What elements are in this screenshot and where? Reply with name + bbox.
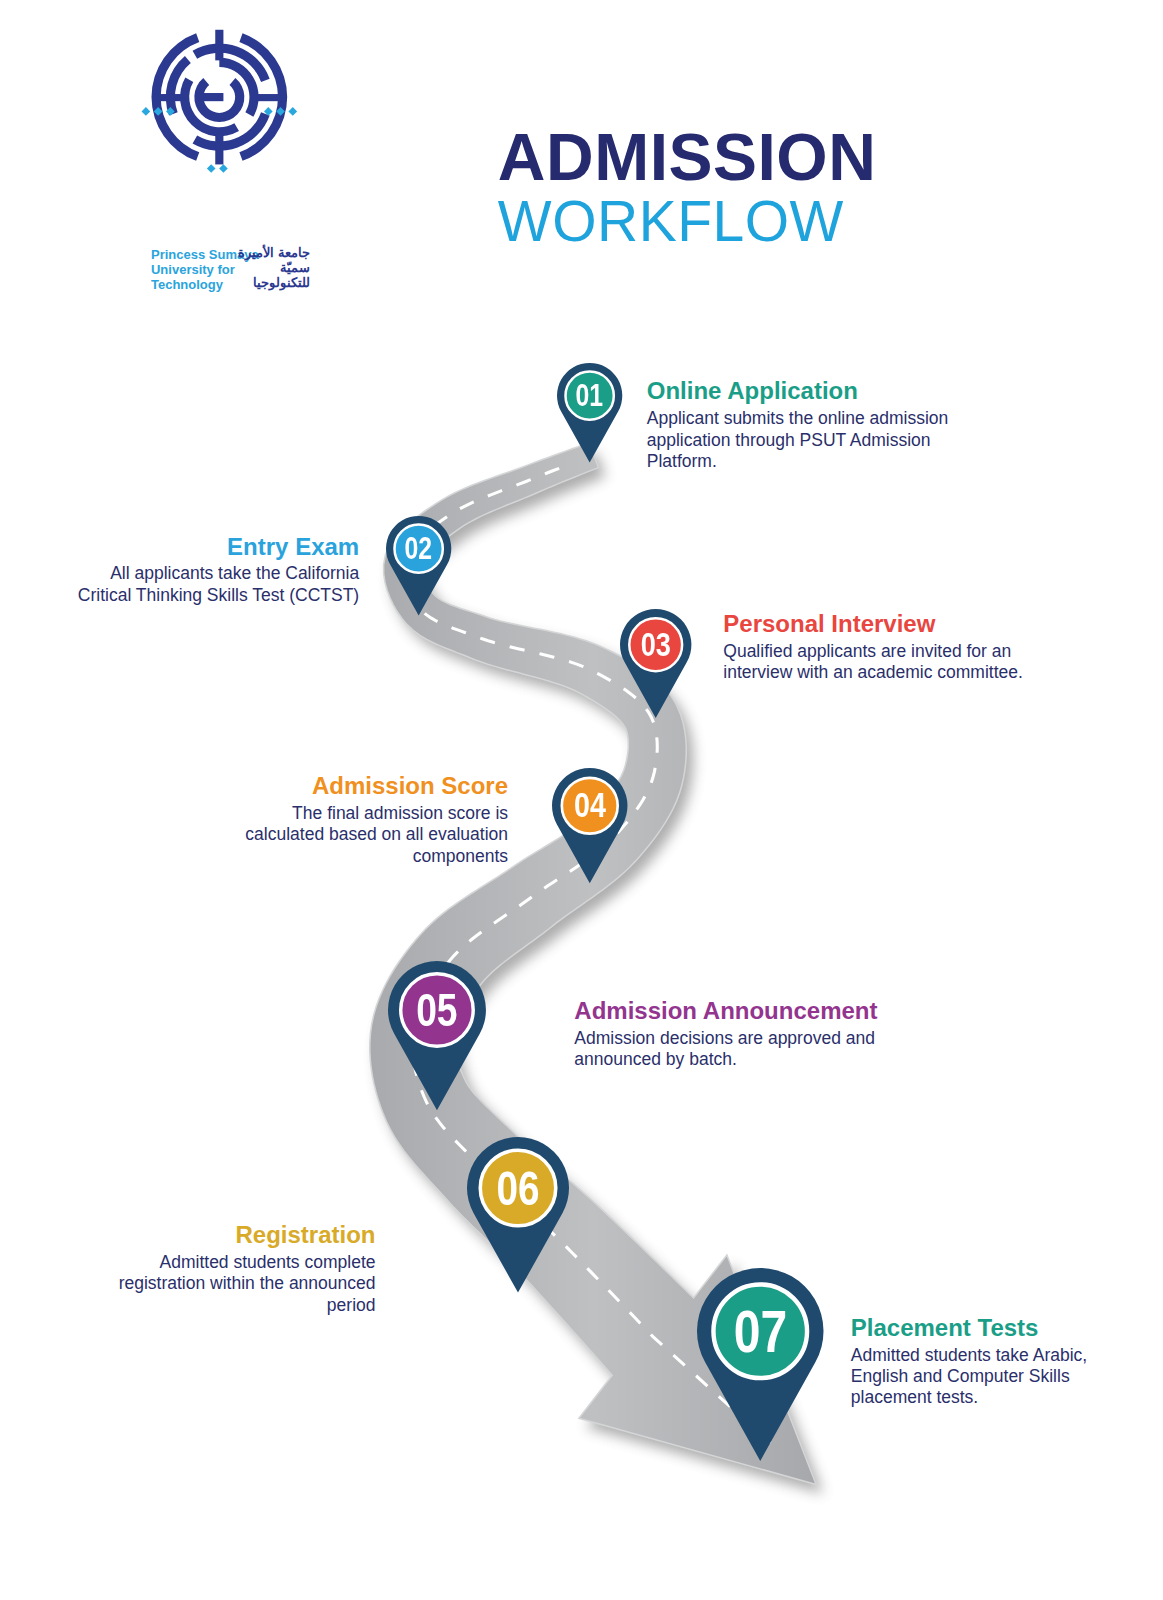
road-surface <box>370 443 816 1485</box>
logo-dot <box>219 164 228 173</box>
page-title: ADMISSION WORKFLOW <box>498 124 968 249</box>
step-description: Admitted students complete registration … <box>76 1252 376 1316</box>
step-pin: 05Admission AnnouncementAdmission decisi… <box>388 961 486 1110</box>
logo-ring <box>180 77 239 136</box>
step-description: Applicant submits the online admission a… <box>647 408 953 472</box>
step-number-box: 01 <box>557 363 622 428</box>
logo-dot <box>142 107 151 116</box>
step-description: Qualified applicants are invited for an … <box>723 641 1039 684</box>
step-text: Admission ScoreThe final admission score… <box>233 772 508 867</box>
step-pin: 06RegistrationAdmitted students complete… <box>467 1137 569 1293</box>
pin-disc <box>630 618 683 671</box>
pin-disc <box>480 1151 555 1226</box>
logo-dot <box>207 164 216 173</box>
step-description: All applicants take the California Criti… <box>59 563 359 606</box>
pin-body <box>697 1268 824 1461</box>
step-number-box: 04 <box>552 768 627 843</box>
pin-disc <box>400 974 472 1046</box>
step-number: 01 <box>576 378 604 414</box>
step-text: Entry ExamAll applicants take the Califo… <box>59 533 359 606</box>
logo-dot <box>264 107 273 116</box>
logo-dot <box>276 107 285 116</box>
step-description: The final admission score is calculated … <box>233 803 508 867</box>
step-text: RegistrationAdmitted students complete r… <box>76 1221 376 1316</box>
step-number: 05 <box>416 983 457 1037</box>
step-pin: 03Personal InterviewQualified applicants… <box>620 609 691 718</box>
step-number-box: 07 <box>697 1268 824 1395</box>
step-number-box: 02 <box>386 516 451 581</box>
step-number-box: 03 <box>620 609 691 680</box>
logo-bar <box>215 134 223 165</box>
step-pin: 02Entry ExamAll applicants take the Cali… <box>386 516 451 616</box>
step-number-box: 05 <box>388 961 486 1059</box>
pin-body <box>557 363 622 463</box>
logo-dot <box>166 107 175 116</box>
logo-bar <box>256 94 287 101</box>
step-text: Admission AnnouncementAdmission decision… <box>574 997 915 1070</box>
step-number-box: 06 <box>467 1137 569 1239</box>
step-number: 07 <box>733 1297 786 1366</box>
step-text: Personal InterviewQualified applicants a… <box>723 610 1039 683</box>
step-text: Online ApplicationApplicant submits the … <box>647 377 953 472</box>
pin-body <box>386 516 451 616</box>
road <box>370 443 823 1494</box>
pin-disc <box>394 525 442 573</box>
step-number: 04 <box>574 785 606 826</box>
step-number: 02 <box>404 531 432 567</box>
pin-body <box>620 609 691 718</box>
step-pin: 01Online ApplicationApplicant submits th… <box>557 363 622 463</box>
step-heading: Entry Exam <box>59 533 359 562</box>
pin-disc <box>566 372 614 420</box>
step-description: Admission decisions are approved and ann… <box>574 1028 915 1071</box>
step-heading: Admission Score <box>233 772 508 801</box>
step-heading: Placement Tests <box>851 1314 1106 1343</box>
pin-body <box>552 768 627 883</box>
logo-name-arabic: جامعة الأميرة سميّة للتكنولوجيا <box>237 246 310 291</box>
logo-dot <box>288 107 297 116</box>
step-text: Placement TestsAdmitted students take Ar… <box>851 1314 1106 1409</box>
pin-disc <box>713 1285 807 1379</box>
step-description: Admitted students take Arabic, English a… <box>851 1345 1106 1409</box>
logo-dot <box>154 107 163 116</box>
logo-emblem <box>142 30 298 173</box>
step-number: 06 <box>497 1160 540 1216</box>
pin-disc <box>562 778 618 834</box>
logo-ring <box>151 33 199 161</box>
logo-ring <box>194 78 244 122</box>
step-heading: Online Application <box>647 377 953 406</box>
step-number: 03 <box>641 625 671 664</box>
logo-bar <box>199 93 223 101</box>
pin-body <box>467 1137 569 1293</box>
step-heading: Admission Announcement <box>574 997 915 1026</box>
step-heading: Personal Interview <box>723 610 1039 639</box>
step-heading: Registration <box>76 1221 376 1250</box>
step-pin: 04Admission ScoreThe final admission sco… <box>552 768 627 883</box>
logo-bar <box>215 30 223 61</box>
pin-body <box>388 961 486 1110</box>
logo-bar <box>152 94 183 101</box>
step-pin: 07Placement TestsAdmitted students take … <box>697 1268 824 1461</box>
